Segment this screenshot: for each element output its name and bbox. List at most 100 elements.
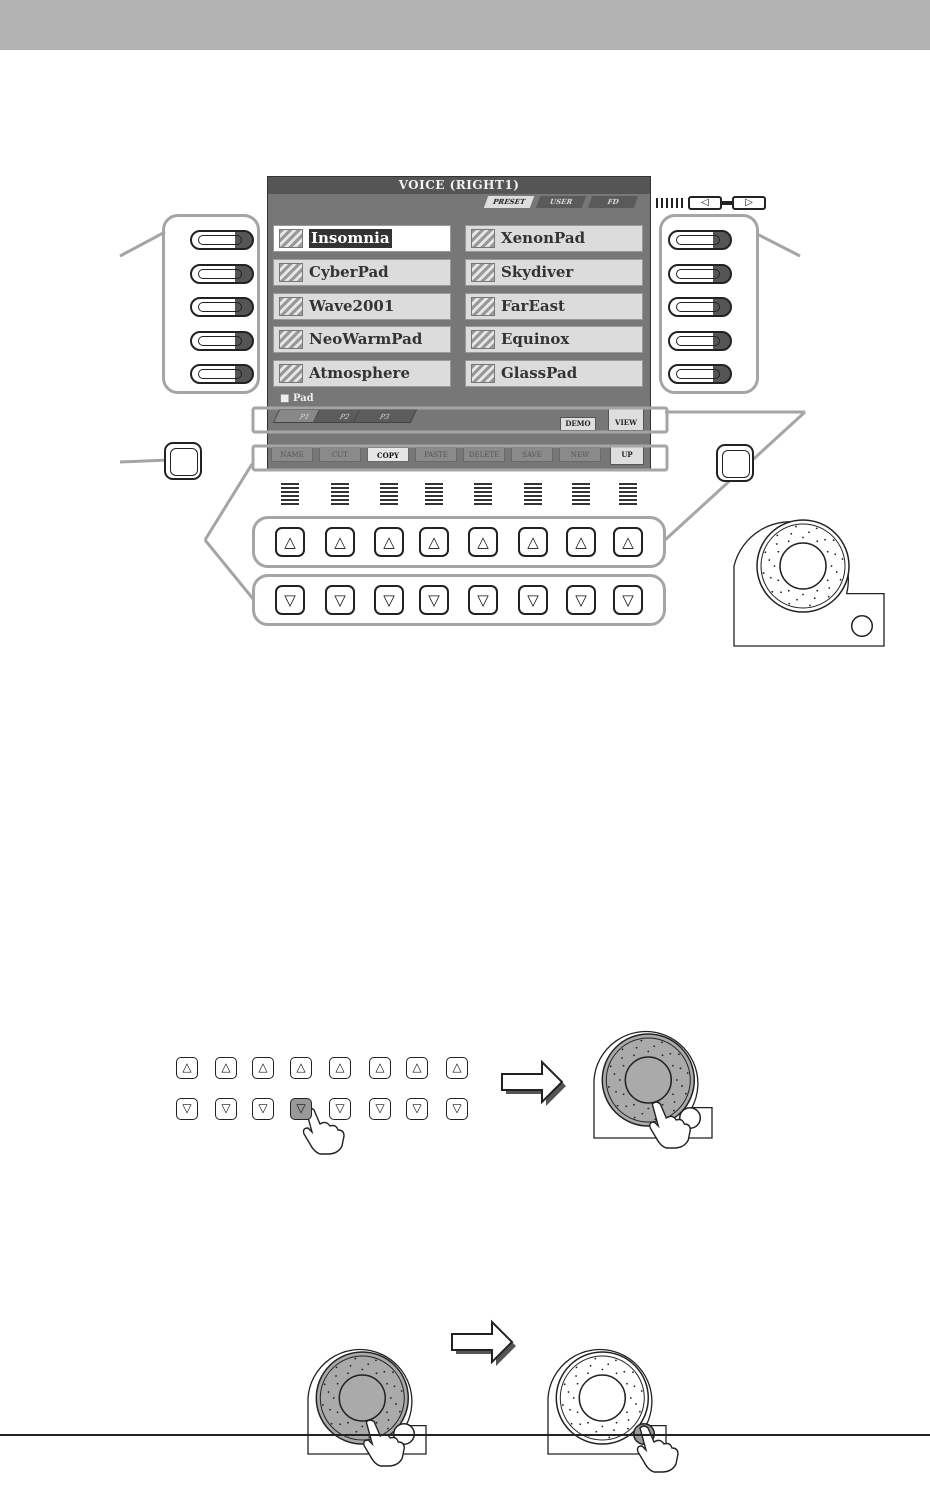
lcd-button-right[interactable]	[668, 230, 732, 250]
up-button[interactable]: △	[374, 527, 404, 557]
down-button[interactable]: ▽	[176, 1098, 198, 1120]
down-button[interactable]: ▽	[406, 1098, 428, 1120]
slider-indicator	[380, 483, 398, 505]
voice-name: GlassPad	[501, 364, 578, 382]
lcd-button-left[interactable]	[190, 230, 254, 250]
up-button[interactable]: △	[369, 1057, 391, 1079]
voice-button[interactable]: NeoWarmPad	[273, 326, 451, 353]
pad-voice-icon	[471, 263, 495, 282]
slider-indicator	[619, 483, 637, 505]
lcd-button-right[interactable]	[668, 364, 732, 384]
down-button[interactable]: ▽	[468, 585, 498, 615]
up-button[interactable]: △	[613, 527, 643, 557]
voice-button[interactable]: Equinox	[465, 326, 643, 353]
up-folder-icon[interactable]: UP	[610, 445, 644, 465]
voice-button[interactable]: CyberPad	[273, 259, 451, 286]
down-button[interactable]: ▽	[566, 585, 596, 615]
down-button[interactable]: ▽	[252, 1098, 274, 1120]
slider-indicator	[331, 483, 349, 505]
lcd-button-left[interactable]	[190, 264, 254, 284]
up-button[interactable]: △	[215, 1057, 237, 1079]
pad-voice-icon	[471, 330, 495, 349]
footer-line	[0, 1434, 930, 1436]
down-button[interactable]: ▽	[290, 1098, 312, 1120]
down-button[interactable]: ▽	[215, 1098, 237, 1120]
down-button[interactable]: ▽	[613, 585, 643, 615]
down-button[interactable]: ▽	[518, 585, 548, 615]
tab-right-button[interactable]: ▷	[732, 196, 766, 210]
voice-name: Skydiver	[501, 263, 574, 281]
voice-button[interactable]: GlassPad	[465, 360, 643, 387]
pad-voice-icon	[279, 297, 303, 316]
exit-button-icon[interactable]	[164, 442, 202, 480]
up-button[interactable]: △	[419, 527, 449, 557]
lcd-title: VOICE (RIGHT1)	[268, 177, 650, 194]
enter-button-icon[interactable]	[850, 614, 874, 638]
up-button[interactable]: △	[566, 527, 596, 557]
arrow-right-icon	[451, 1319, 516, 1366]
voice-name: XenonPad	[501, 229, 586, 247]
voice-button[interactable]: FarEast	[465, 293, 643, 320]
folder-label: ■ Pad	[280, 393, 314, 404]
up-button[interactable]: △	[176, 1057, 198, 1079]
voice-name: Insomnia	[309, 229, 392, 248]
pad-voice-icon	[279, 330, 303, 349]
lcd-button-left[interactable]	[190, 297, 254, 317]
tab-left-button[interactable]: ◁	[688, 196, 722, 210]
down-button[interactable]: ▽	[419, 585, 449, 615]
header-bar	[0, 0, 930, 50]
up-button[interactable]: △	[329, 1057, 351, 1079]
slider-indicator	[572, 483, 590, 505]
voice-button[interactable]: Atmosphere	[273, 360, 451, 387]
down-button[interactable]: ▽	[374, 585, 404, 615]
up-button[interactable]: △	[325, 527, 355, 557]
slider-indicator	[281, 483, 299, 505]
data-dial-icon[interactable]	[547, 1348, 667, 1455]
pad-voice-icon	[471, 297, 495, 316]
lcd-button-right[interactable]	[668, 264, 732, 284]
lcd-button-right[interactable]	[668, 331, 732, 351]
voice-name: FarEast	[501, 297, 565, 315]
voice-button[interactable]: Wave2001	[273, 293, 451, 320]
down-button[interactable]: ▽	[329, 1098, 351, 1120]
pointing-hand-icon	[302, 1107, 345, 1155]
voice-name: Wave2001	[309, 297, 395, 315]
voice-button[interactable]: Skydiver	[465, 259, 643, 286]
data-dial-icon[interactable]	[593, 1030, 713, 1139]
lcd-buttons-right-group	[659, 214, 759, 394]
up-button[interactable]: △	[446, 1057, 468, 1079]
down-button[interactable]: ▽	[446, 1098, 468, 1120]
lcd-buttons-left-group	[162, 214, 260, 394]
slider-indicator	[524, 483, 542, 505]
exit-button-icon[interactable]	[716, 444, 754, 482]
up-buttons-group	[252, 516, 666, 568]
up-button[interactable]: △	[406, 1057, 428, 1079]
pad-voice-icon	[471, 229, 495, 248]
voice-name: Equinox	[501, 330, 570, 348]
lcd-button-left[interactable]	[190, 331, 254, 351]
pointing-hand-icon	[636, 1425, 679, 1473]
up-button[interactable]: △	[275, 527, 305, 557]
data-dial-icon[interactable]	[307, 1348, 427, 1455]
voice-button[interactable]: Insomnia	[273, 225, 451, 252]
lcd-button-right[interactable]	[668, 297, 732, 317]
tab-connector	[722, 201, 732, 205]
up-button[interactable]: △	[518, 527, 548, 557]
down-button[interactable]: ▽	[325, 585, 355, 615]
down-button[interactable]: ▽	[369, 1098, 391, 1120]
down-button[interactable]: ▽	[275, 585, 305, 615]
pad-voice-icon	[279, 263, 303, 282]
voice-name: Atmosphere	[309, 364, 411, 382]
lcd-button-left[interactable]	[190, 364, 254, 384]
slider-indicator	[474, 483, 492, 505]
tab-indicator	[656, 198, 684, 208]
down-buttons-group	[252, 574, 666, 626]
pad-voice-icon	[279, 364, 303, 383]
voice-button[interactable]: XenonPad	[465, 225, 643, 252]
up-button[interactable]: △	[468, 527, 498, 557]
up-button[interactable]: △	[290, 1057, 312, 1079]
data-dial-icon[interactable]	[733, 519, 885, 647]
up-button[interactable]: △	[252, 1057, 274, 1079]
